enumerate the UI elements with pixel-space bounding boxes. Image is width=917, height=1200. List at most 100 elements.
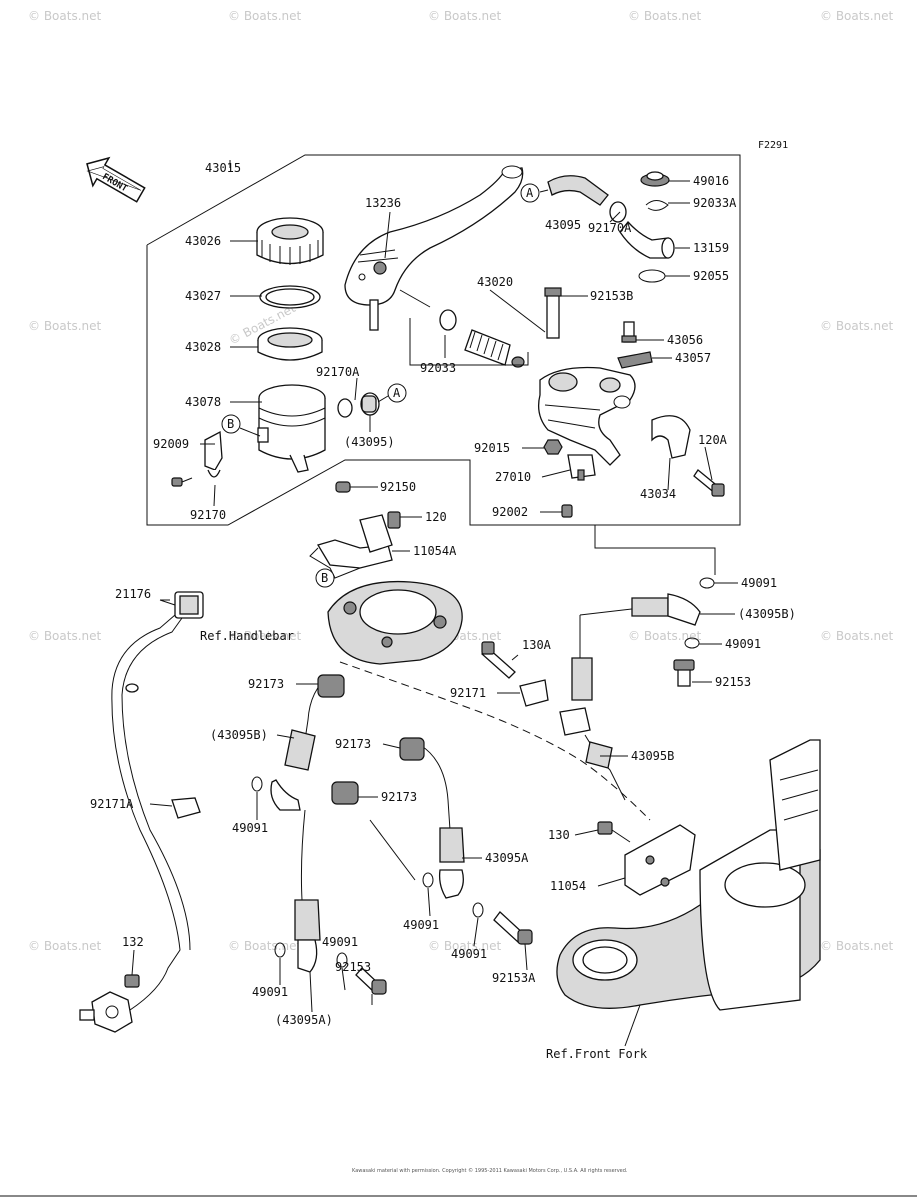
clamp-11054A — [317, 514, 393, 569]
connector-21176 — [111, 591, 204, 1011]
reservoir-diaphragm — [257, 327, 323, 361]
part-label-92033: 92033 — [420, 361, 456, 375]
reservoir-tank — [257, 384, 326, 473]
part-label-92153A: 92153A — [492, 971, 536, 985]
part-label-92055: 92055 — [693, 269, 729, 283]
front-fork — [556, 739, 821, 1011]
watermark: © Boats.net — [820, 939, 894, 953]
part-label-49091-d: 49091 — [403, 918, 439, 932]
brake-light-switch — [79, 991, 133, 1033]
part-label-27010: 27010 — [495, 470, 531, 484]
part-label-92002: 92002 — [492, 505, 528, 519]
holder-43034 — [651, 415, 691, 459]
clamp-92171A — [171, 797, 201, 819]
banjo-bolt-92153-lower — [355, 967, 387, 995]
part-label-43095A-paren: (43095A) — [275, 1013, 333, 1027]
watermark: © Boats.net — [820, 319, 894, 333]
part-label-13236: 13236 — [365, 196, 401, 210]
watermark: © Boats.net — [820, 629, 894, 643]
part-label-92153-b: 92153 — [335, 960, 371, 974]
part-label-49091-f: 49091 — [451, 947, 487, 961]
master-cylinder-body — [537, 366, 636, 466]
part-label-132: 132 — [122, 935, 144, 949]
bolt-120A — [693, 469, 725, 497]
nut-92015 — [543, 439, 563, 455]
bleeder-43056 — [621, 321, 637, 343]
part-label-120: 120 — [425, 510, 447, 524]
callout-label: A — [393, 386, 401, 400]
bolt-120 — [387, 511, 401, 529]
circlip-92033A — [645, 200, 669, 211]
leader-lines — [131, 180, 738, 1047]
callout-a-top: A — [520, 183, 540, 203]
reservoir-bracket — [204, 430, 223, 471]
brake-lever — [344, 165, 524, 331]
callout-b-top: B — [221, 414, 261, 437]
callout-label: A — [526, 186, 534, 200]
part-label-49016: 49016 — [693, 174, 729, 188]
hose-fitting-13159 — [619, 221, 675, 259]
diagram-code: F2291 — [758, 140, 788, 151]
part-label-43095A: 43095A — [485, 851, 529, 865]
part-label-11054A: 11054A — [413, 544, 457, 558]
banjo-bolts-92173 — [317, 674, 425, 805]
part-label-43095B-paren-r: (43095B) — [738, 607, 796, 621]
part-label-92153B: 92153B — [590, 289, 633, 303]
part-label-92033A: 92033A — [693, 196, 737, 210]
banjo-bolt-92153 — [673, 659, 695, 687]
clamp-11054 — [624, 824, 696, 896]
cap-49016 — [640, 171, 670, 187]
part-label-49091-c: 49091 — [232, 821, 268, 835]
watermark: © Boats.net — [428, 9, 502, 23]
watermark: © Boats.net — [28, 319, 102, 333]
reservoir-diaphragm-plate — [259, 285, 321, 309]
part-label-43028: 43028 — [185, 340, 221, 354]
clamp-92170A-left — [337, 392, 380, 418]
part-label-43057: 43057 — [675, 351, 711, 365]
part-label-49091-e: 49091 — [322, 935, 358, 949]
brake-hose-system — [270, 593, 701, 973]
watermark: © Boats.net — [228, 9, 302, 23]
part-label-49091-g: 49091 — [252, 985, 288, 999]
part-label-43020: 43020 — [477, 275, 513, 289]
cap-43057 — [617, 351, 653, 369]
part-label-43095-top: 43095 — [545, 218, 581, 232]
watermark: © Boats.net — [228, 629, 302, 643]
watermark: © Boats.net — [28, 9, 102, 23]
callout-label: B — [321, 571, 328, 585]
part-label-92173-a: 92173 — [248, 677, 284, 691]
copyright-footer: Kawasaki material with permission. Copyr… — [352, 1167, 628, 1174]
watermark: © Boats.net — [28, 629, 102, 643]
clip-92170 — [207, 469, 221, 478]
watermark: © Boats.net — [228, 939, 302, 953]
callout-b-bottom: B — [315, 568, 335, 588]
washers-49091 — [251, 577, 715, 968]
callout-label: B — [227, 417, 234, 431]
part-label-92150: 92150 — [380, 480, 416, 494]
screw-92002 — [561, 504, 573, 518]
part-label-43078: 43078 — [185, 395, 221, 409]
switch-27010 — [567, 454, 596, 481]
clamp-92171 — [519, 679, 549, 707]
watermark: © Boats.net — [820, 9, 894, 23]
part-label-43095B-paren-l: (43095B) — [210, 728, 268, 742]
part-label-49091-a: 49091 — [741, 576, 777, 590]
callout-a-left: A — [377, 383, 407, 403]
piston-kit — [439, 309, 525, 368]
part-label-92015: 92015 — [474, 441, 510, 455]
pivot-bolt-92153B — [544, 287, 562, 339]
part-label-92009: 92009 — [153, 437, 189, 451]
watermark: © Boats.net — [428, 939, 502, 953]
part-label-92173-c: 92173 — [381, 790, 417, 804]
assembly-boundary — [146, 154, 741, 575]
bolt-130 — [597, 821, 631, 843]
ref-front-fork: Ref.Front Fork — [546, 1047, 648, 1061]
part-label-92170A-left: 92170A — [316, 365, 360, 379]
part-label-130: 130 — [548, 828, 570, 842]
bolt-130A — [481, 641, 516, 679]
part-label-43034: 43034 — [640, 487, 676, 501]
part-label-92153: 92153 — [715, 675, 751, 689]
o-ring-92055 — [638, 269, 666, 283]
bolt-132 — [124, 974, 140, 988]
